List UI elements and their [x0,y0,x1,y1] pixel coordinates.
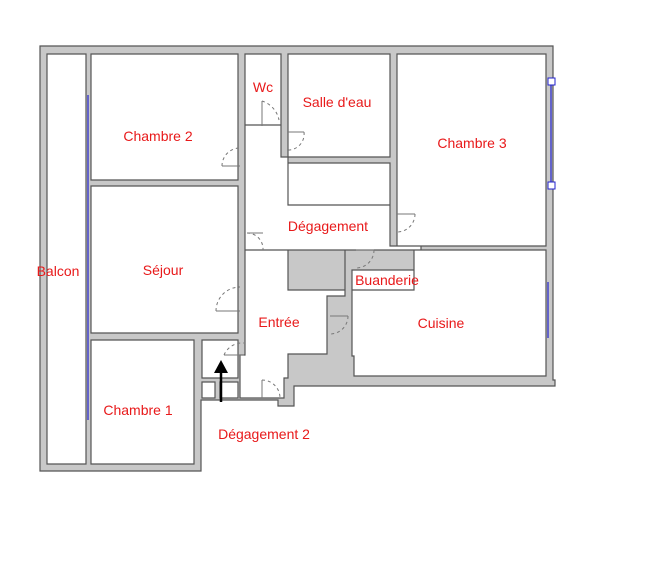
door-sejour [215,286,241,312]
room-label-wc: Wc [253,79,273,95]
door-chambre-1 [223,342,245,356]
door-chambre-2 [221,147,241,167]
door-cuisine [329,315,349,335]
room-label-chambre-1: Chambre 1 [103,402,172,418]
door-degagement-2 [261,379,281,399]
door-wc [261,100,280,126]
room-label-salle-d-eau: Salle d'eau [303,94,372,110]
door-buanderie [355,249,375,269]
room-label-degagement: Dégagement [288,218,368,234]
room-label-sejour: Séjour [143,262,184,278]
room-label-entree: Entrée [258,314,299,330]
outer-walls [39,45,556,472]
door-degagement [246,232,264,251]
door-salle-d-eau [287,131,305,151]
room-label-chambre-2: Chambre 2 [123,128,192,144]
room-label-degagement-2: Dégagement 2 [218,426,310,442]
entry-arrow-icon [214,360,228,402]
door-chambre-3 [396,213,416,233]
window-marker-top [547,77,556,86]
room-label-cuisine: Cuisine [418,315,465,331]
room-label-buanderie: Buanderie [355,272,419,288]
room-label-balcon: Balcon [37,263,80,279]
window-marker-bottom [547,181,556,190]
room-label-chambre-3: Chambre 3 [437,135,506,151]
